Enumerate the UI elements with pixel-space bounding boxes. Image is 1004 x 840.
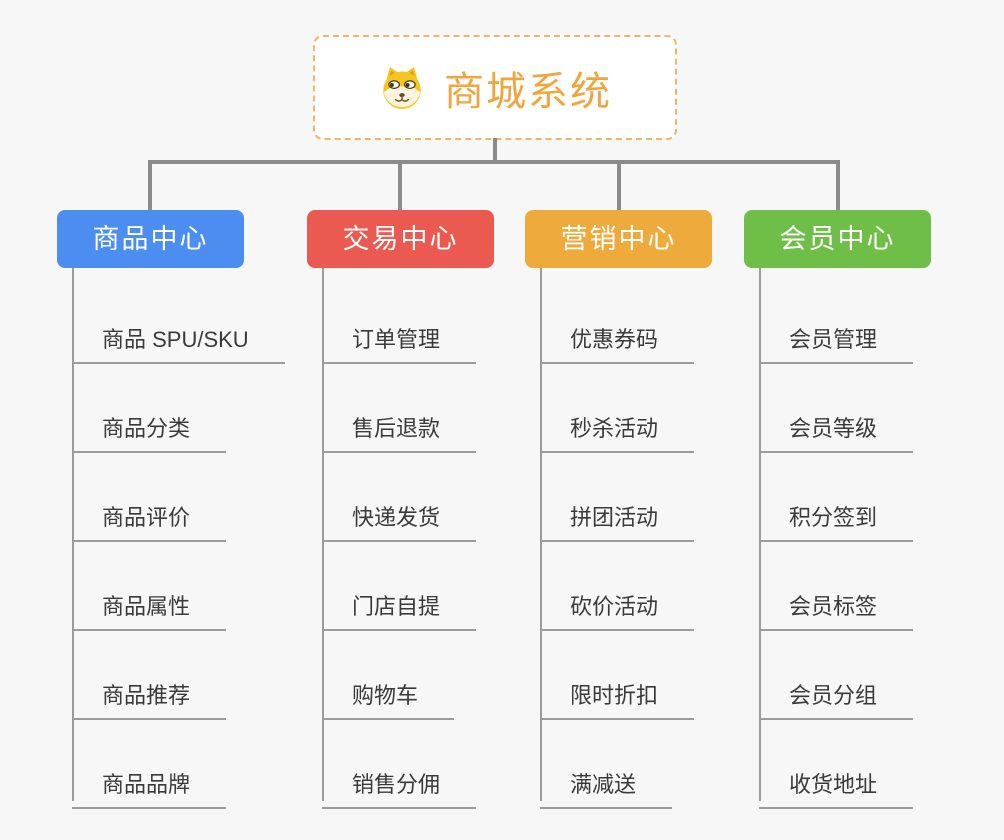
leaf-node[interactable]: 购物车 [322,666,455,720]
root-node[interactable]: 商城系统 [313,35,677,140]
leaf-node[interactable]: 收货地址 [759,755,914,809]
branch-node-2[interactable]: 交易中心 [307,210,494,268]
leaf-node[interactable]: 拼团活动 [540,488,695,542]
branch-node-1[interactable]: 商品中心 [57,210,244,268]
leaf-node[interactable]: 优惠券码 [540,310,695,364]
branch-node-3[interactable]: 营销中心 [525,210,712,268]
leaf-node[interactable]: 商品分类 [72,399,227,453]
leaf-node[interactable]: 商品推荐 [72,666,227,720]
branch-node-4[interactable]: 会员中心 [744,210,931,268]
leaf-node[interactable]: 会员分组 [759,666,914,720]
leaf-node[interactable]: 快递发货 [322,488,477,542]
leaf-node[interactable]: 积分签到 [759,488,914,542]
leaf-node[interactable]: 订单管理 [322,310,477,364]
connector-bus [148,160,840,164]
leaf-node[interactable]: 秒杀活动 [540,399,695,453]
branch-spine-line [540,268,542,801]
leaf-node[interactable]: 会员等级 [759,399,914,453]
leaf-node[interactable]: 商品评价 [72,488,227,542]
root-title: 商城系统 [444,69,612,114]
leaf-node[interactable]: 销售分佣 [322,755,477,809]
leaf-node[interactable]: 满减送 [540,755,673,809]
leaf-node[interactable]: 售后退款 [322,399,477,453]
leaf-node[interactable]: 会员标签 [759,577,914,631]
leaf-node[interactable]: 砍价活动 [540,577,695,631]
dog-face-icon [383,66,421,109]
branch-spine-line [322,268,324,801]
leaf-node[interactable]: 限时折扣 [540,666,695,720]
leaf-node[interactable]: 门店自提 [322,577,477,631]
root-connector-stub [493,138,497,164]
branch-drop-line [398,160,402,210]
leaf-node[interactable]: 商品品牌 [72,755,227,809]
leaf-node[interactable]: 商品 SPU/SKU [72,310,285,364]
branch-drop-line [617,160,621,210]
leaf-node[interactable]: 商品属性 [72,577,227,631]
leaf-node[interactable]: 会员管理 [759,310,914,364]
branch-drop-line [148,160,152,210]
branch-spine-line [72,268,74,801]
branch-drop-line [836,160,840,210]
branch-spine-line [759,268,761,801]
